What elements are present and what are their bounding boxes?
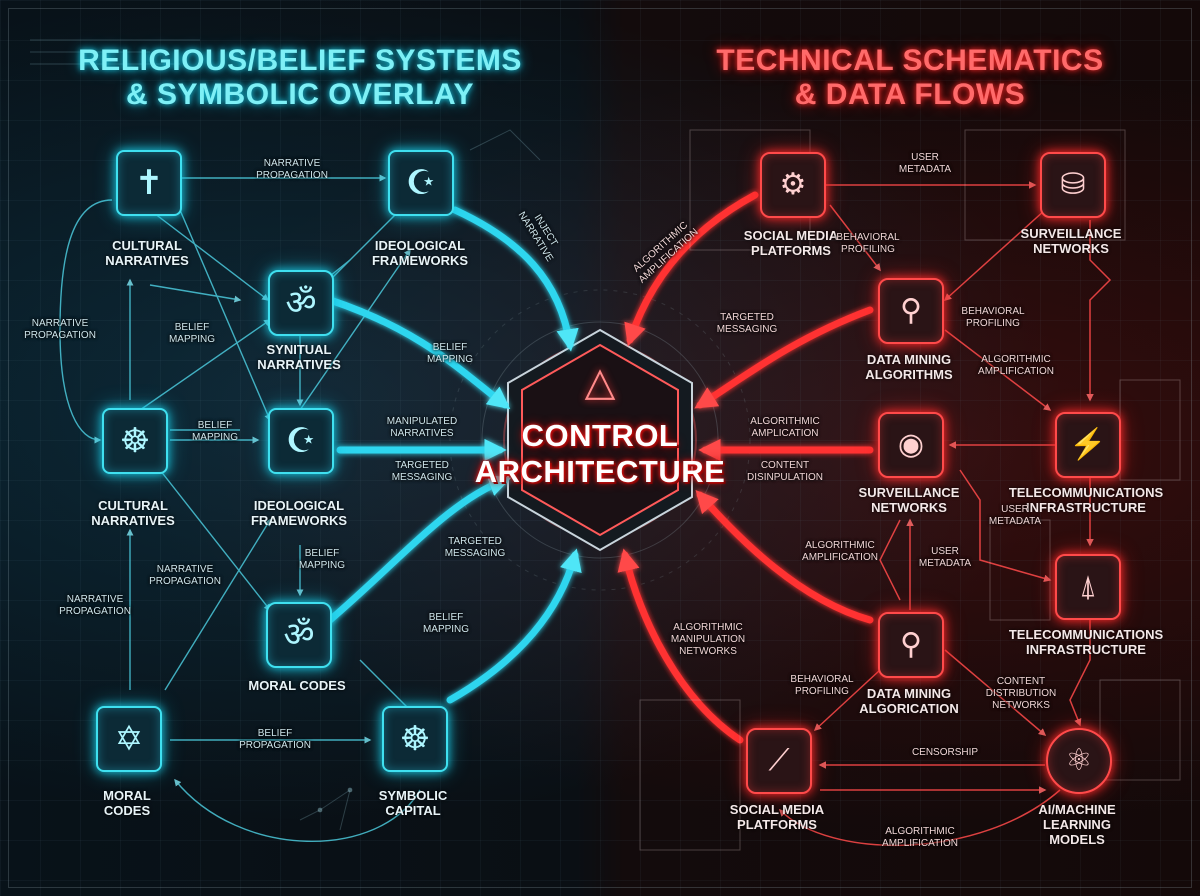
edge-label: NARRATIVE PROPAGATION [149,564,221,587]
node-label-surveillance-networks-1: SURVEILLANCE NETWORKS [1020,226,1122,256]
star-of-david-icon[interactable]: ✡ [84,694,174,784]
node-label-moral-codes-1: MORAL CODES [248,678,346,693]
node-label-ideological-frameworks-1: IDEOLOGICAL FRAMEWORKS [371,238,469,268]
om-icon[interactable]: ॐ [266,602,332,668]
crescent-star-icon[interactable]: ☪ [376,138,466,228]
edge-label: ALGORITHMIC AMPLICATION [750,416,820,439]
left-section-title: RELIGIOUS/BELIEF SYSTEMS & SYMBOLIC OVER… [78,44,522,111]
edge-label: ALGORITHMIC AMPLIFICATION [882,826,958,849]
om-icon[interactable]: ॐ [268,270,334,336]
edge-label: BELIEF PROPAGATION [239,728,311,751]
cross-icon[interactable]: ✝ [104,138,194,228]
eye-icon[interactable]: ◉ [878,412,944,478]
eye-of-providence-icon: △ [584,360,616,404]
edge-label: NARRATIVE PROPAGATION [256,158,328,181]
edge-label: BELIEF MAPPING [168,322,216,345]
node-label-social-media-platforms-2: SOCIAL MEDIA PLATFORMS [729,802,825,832]
network-hub-icon[interactable]: ⚡ [1055,412,1121,478]
edge-label: NARRATIVE PROPAGATION [24,318,96,341]
right-section-title: TECHNICAL SCHEMATICS & DATA FLOWS [716,44,1104,111]
edge-label: MANIPULATED NARRATIVES [386,416,458,439]
node-label-synitual-narratives: SYNITUAL NARRATIVES [257,342,341,372]
radio-tower-icon[interactable]: ⍋ [1055,554,1121,620]
social-media-dashboard-icon[interactable]: ⚙ [760,152,826,218]
edge-label: TARGETED MESSAGING [716,312,778,335]
node-label-surveillance-networks-2: SURVEILLANCE NETWORKS [858,485,960,515]
center-rings [449,289,751,591]
node-label-ideological-frameworks-2: IDEOLOGICAL FRAMEWORKS [250,498,348,528]
node-label-data-mining-algorithms: DATA MINING ALGORITHMS [865,352,953,382]
border-frame [8,8,1192,888]
brain-icon[interactable]: ⚛ [1046,728,1112,794]
edge-label: BEHAVIORAL PROFILING [790,674,854,697]
chart-monitor-icon[interactable]: ⟋ [746,728,812,794]
edge-label: CONTENT DISINPULATION [747,460,823,483]
edge-label: CONTENT DISTRIBUTION NETWORKS [985,676,1057,711]
right-thick-arrows [617,191,874,744]
edge-label: BELIEF MAPPING [298,548,346,571]
edge-label: NARRATIVE PROPAGATION [59,594,131,617]
node-label-cultural-narratives-1: CULTURAL NARRATIVES [105,238,189,268]
node-label-ai-machine-learning-models: AI/MACHINE LEARNING MODELS [1038,802,1116,847]
edge-label: TARGETED MESSAGING [391,460,453,483]
edge-label: CENSORSHIP [911,747,979,758]
schematic-decor-left [30,39,541,831]
dharma-wheel-icon[interactable]: ☸ [370,694,460,784]
crescent-star-icon[interactable]: ☪ [256,396,346,486]
dharma-wheel-icon[interactable]: ☸ [90,396,180,486]
globe-search-icon[interactable]: ⚲ [878,612,944,678]
edge-label: BELIEF MAPPING [422,612,470,635]
edge-label: USER METADATA [898,152,952,175]
node-label-telecommunications-infrastructure-1: TELECOMMUNICATIONS INFRASTRUCTURE [1008,485,1164,515]
edge-label: USER METADATA [988,504,1042,527]
node-label-social-media-platforms-1: SOCIAL MEDIA PLATFORMS [743,228,839,258]
edge-label: ALGORITHMIC AMPLIFICATION [802,540,878,563]
database-icon[interactable]: ⛁ [1040,152,1106,218]
node-label-telecommunications-infrastructure-2: TELECOMMUNICATIONS INFRASTRUCTURE [1008,627,1164,657]
node-label-cultural-narratives-2: CULTURAL NARRATIVES [91,498,175,528]
node-label-symbolic-capital: SYMBOLIC CAPITAL [378,788,448,818]
edge-label: ALGORITHMIC MANIPULATION NETWORKS [670,622,746,657]
data-search-icon[interactable]: ⚲ [878,278,944,344]
left-thick-arrows [326,206,582,704]
right-thin-links [778,181,1112,847]
center-label: CONTROL ARCHITECTURE [474,418,726,489]
node-label-data-mining-algorication: DATA MINING ALGORICATION [859,686,959,716]
left-thin-links [59,174,421,842]
edge-label: BEHAVIORAL PROFILING [836,232,900,255]
node-label-moral-codes-2: MORAL CODES [103,788,151,818]
edge-label: BEHAVIORAL PROFILING [961,306,1025,329]
edge-label: BELIEF MAPPING [426,342,474,365]
edge-label: TARGETED MESSAGING [444,536,506,559]
edge-label: ALGORITHMIC AMPLIFICATION [978,354,1054,377]
edge-label: USER METADATA [918,546,972,569]
edge-label: BELIEF MAPPING [191,420,239,443]
